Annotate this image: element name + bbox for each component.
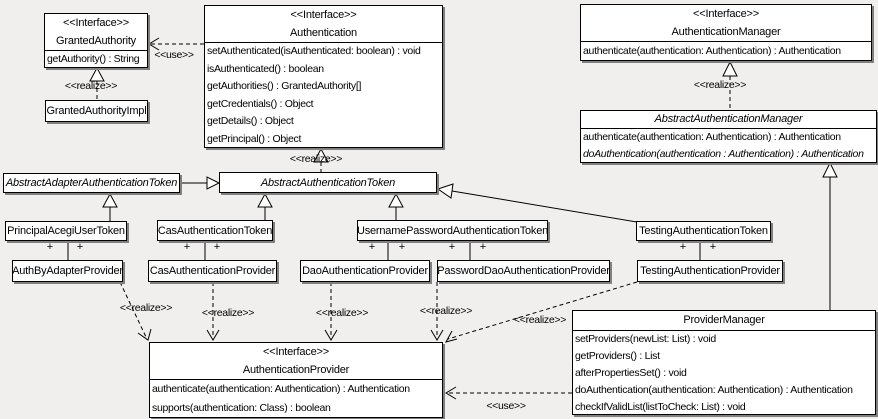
realize-arrowhead-authbyadapter bbox=[137, 328, 152, 341]
realize-label: <<realize>> bbox=[64, 80, 118, 92]
method-row: getDetails() : Object bbox=[207, 115, 294, 127]
realize-arrowhead-cas bbox=[206, 329, 220, 341]
association-plus: + bbox=[448, 241, 456, 253]
class-provider-manager[interactable]: ProviderManager setProviders(newList: Li… bbox=[572, 310, 876, 415]
class-principal-acegi-user-token[interactable]: PrincipalAcegiUserToken bbox=[5, 221, 127, 241]
method-row: afterPropertiesSet() : void bbox=[575, 367, 687, 379]
class-name: CasAuthenticationToken bbox=[157, 224, 273, 237]
generalization-triangle-testing bbox=[436, 183, 454, 199]
class-testing-authentication-provider[interactable]: TestingAuthenticationProvider bbox=[637, 260, 783, 282]
class-name: GrantedAuthorityImpl bbox=[46, 105, 147, 117]
class-testing-authentication-token[interactable]: TestingAuthenticationToken bbox=[636, 221, 771, 241]
generalization-triangle-providermanager bbox=[822, 161, 838, 178]
class-name: AuthByAdapterProvider bbox=[12, 265, 123, 277]
class-abstract-adapter-authentication-token[interactable]: AbstractAdapterAuthenticationToken bbox=[3, 173, 180, 193]
class-name: AuthenticationProvider bbox=[242, 364, 350, 376]
method-row: setProviders(newList: List) : void bbox=[575, 333, 716, 345]
use-label: <<use>> bbox=[486, 400, 526, 412]
method-row: doAuthentication(authentication : Authen… bbox=[583, 148, 864, 160]
realize-label: <<realize>> bbox=[315, 307, 369, 319]
class-name: AuthenticationManager bbox=[671, 26, 781, 38]
class-name: TestingAuthenticationToken bbox=[639, 225, 768, 237]
class-title: <<Interface>> GrantedAuthority bbox=[45, 14, 147, 50]
class-cas-authentication-token[interactable]: CasAuthenticationToken bbox=[157, 220, 273, 241]
stereotype-label: <<Interface>> bbox=[290, 9, 357, 21]
generalization-triangle-cas bbox=[257, 192, 273, 208]
class-auth-by-adapter-provider[interactable]: AuthByAdapterProvider bbox=[12, 260, 123, 282]
method-row: getAuthority() : String bbox=[47, 53, 140, 65]
class-title: <<Interface>> AuthenticationManager bbox=[581, 5, 871, 41]
use-label: <<use>> bbox=[154, 49, 194, 61]
method-row: authenticate(authentication: Authenticat… bbox=[583, 131, 841, 143]
realize-arrowhead-dao bbox=[324, 329, 338, 341]
stereotype-label: <<Interface>> bbox=[63, 17, 129, 29]
class-authentication-manager[interactable]: <<Interface>> AuthenticationManager auth… bbox=[580, 4, 872, 61]
stereotype-label: <<Interface>> bbox=[693, 8, 759, 20]
association-plus: + bbox=[679, 241, 687, 253]
realize-label: <<realize>> bbox=[419, 305, 473, 317]
class-abstract-authentication-token[interactable]: AbstractAuthenticationToken bbox=[219, 172, 437, 193]
class-name: TestingAuthenticationProvider bbox=[640, 265, 780, 277]
class-username-password-authentication-token[interactable]: UsernamePasswordAuthenticationToken bbox=[357, 220, 548, 241]
association-plus: + bbox=[398, 241, 406, 253]
class-granted-authority[interactable]: <<Interface>> GrantedAuthority getAuthor… bbox=[44, 13, 148, 68]
class-name: ProviderManager bbox=[683, 314, 765, 326]
class-name: Authentication bbox=[290, 27, 357, 39]
class-authentication[interactable]: <<Interface>> Authentication setAuthenti… bbox=[204, 5, 443, 148]
realize-label: <<realize>> bbox=[693, 79, 747, 91]
realize-label: <<realize>> bbox=[289, 153, 343, 165]
class-name: AbstractAuthenticationToken bbox=[260, 176, 396, 189]
realize-arrowhead-testing bbox=[444, 330, 458, 343]
method-row: doAuthentication(authentication: Authent… bbox=[575, 384, 853, 396]
use-arrowhead-authenticationprovider bbox=[445, 386, 457, 400]
association-plus: + bbox=[213, 241, 221, 253]
class-cas-authentication-provider[interactable]: CasAuthenticationProvider bbox=[148, 260, 277, 282]
method-row: authenticate(authentication: Authenticat… bbox=[152, 383, 410, 395]
method-row: checkIfValidList(listToCheck: List) : vo… bbox=[575, 401, 746, 413]
class-password-dao-authentication-provider[interactable]: PasswordDaoAuthenticationProvider bbox=[437, 260, 610, 282]
class-title: <<Interface>> AuthenticationProvider bbox=[150, 343, 442, 379]
class-name: DaoAuthenticationProvider bbox=[302, 265, 428, 277]
method-row: isAuthenticated() : boolean bbox=[207, 62, 324, 75]
class-name: PasswordDaoAuthenticationProvider bbox=[437, 265, 610, 277]
association-plus: + bbox=[709, 241, 717, 253]
method-row: getPrincipal() : Object bbox=[207, 132, 302, 145]
method-row: setAuthenticated(isAuthenticated: boolea… bbox=[207, 45, 421, 57]
class-abstract-authentication-manager[interactable]: AbstractAuthenticationManager authentica… bbox=[580, 110, 877, 163]
realize-triangle-authenticationmanager bbox=[722, 60, 738, 77]
class-name: CasAuthenticationProvider bbox=[149, 265, 276, 277]
class-name: GrantedAuthority bbox=[56, 35, 136, 47]
generalization-triangle-abstractadapter bbox=[102, 192, 118, 208]
class-name: UsernamePasswordAuthenticationToken bbox=[357, 224, 548, 237]
association-plus: + bbox=[76, 241, 84, 253]
class-dao-authentication-provider[interactable]: DaoAuthenticationProvider bbox=[300, 260, 430, 282]
generalization-triangle-usernamepassword bbox=[388, 192, 404, 208]
realize-arrowhead-passworddao bbox=[430, 329, 444, 341]
association-plus: + bbox=[183, 241, 191, 253]
method-row: authenticate(authentication: Authenticat… bbox=[583, 45, 841, 57]
class-authentication-provider[interactable]: <<Interface>> AuthenticationProvider aut… bbox=[149, 342, 443, 418]
method-row: getProviders() : List bbox=[575, 350, 660, 362]
class-granted-authority-impl[interactable]: GrantedAuthorityImpl bbox=[45, 100, 148, 122]
realize-label: <<realize>> bbox=[513, 314, 567, 326]
generalization-triangle-abstracttoken-left bbox=[206, 176, 221, 190]
class-name: AbstractAuthenticationManager bbox=[654, 113, 803, 125]
method-row: supports(authentication: Class) : boolea… bbox=[152, 402, 331, 414]
realize-label: <<realize>> bbox=[201, 307, 255, 319]
class-title: <<Interface>> Authentication bbox=[205, 6, 442, 42]
association-plus: + bbox=[479, 241, 487, 253]
stereotype-label: <<Interface>> bbox=[263, 346, 329, 358]
generalization-testing-to-abstracttoken bbox=[451, 190, 638, 223]
association-plus: + bbox=[368, 241, 376, 253]
method-row: getCredentials() : Object bbox=[207, 97, 314, 110]
class-name: AbstractAdapterAuthenticationToken bbox=[5, 177, 178, 189]
realize-label: <<realize>> bbox=[119, 302, 173, 314]
class-name: PrincipalAcegiUserToken bbox=[7, 225, 125, 237]
method-row: getAuthorities() : GrantedAuthority[] bbox=[207, 80, 362, 92]
association-plus: + bbox=[46, 241, 54, 253]
